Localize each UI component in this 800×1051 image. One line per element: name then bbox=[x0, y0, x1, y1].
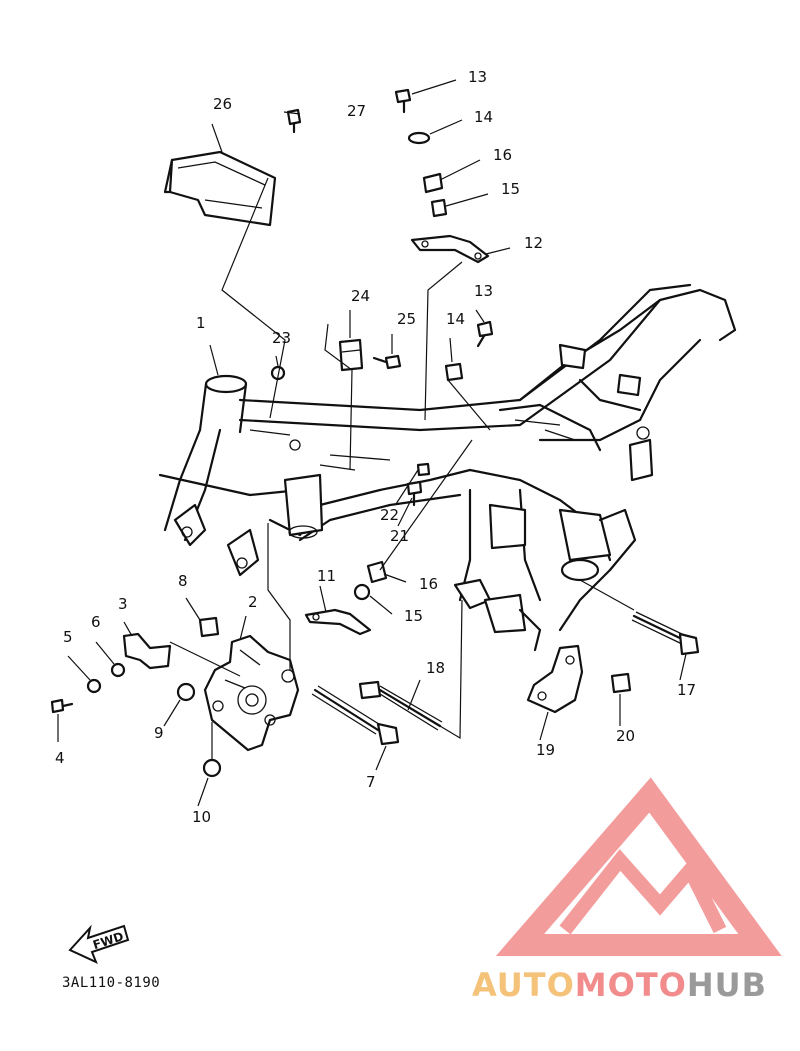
callout-26: 26 bbox=[213, 95, 232, 113]
part-16-damper bbox=[422, 172, 444, 194]
part-8-nut bbox=[198, 616, 220, 638]
callout-8: 8 bbox=[178, 572, 188, 590]
callout-7: 7 bbox=[366, 773, 376, 791]
part-15-collar-b bbox=[353, 583, 371, 601]
part-7-long-bolt bbox=[311, 685, 400, 746]
callout-23: 23 bbox=[272, 329, 291, 347]
part-10-nut bbox=[202, 758, 222, 778]
part-25-screw bbox=[372, 354, 402, 370]
part-15-collar bbox=[430, 198, 448, 218]
callout-25: 25 bbox=[397, 310, 416, 328]
part-14-washer bbox=[407, 131, 431, 145]
callout-19: 19 bbox=[536, 741, 555, 759]
part-2-engine-mount bbox=[203, 634, 300, 752]
part-22-nut bbox=[416, 462, 431, 477]
callout-10: 10 bbox=[192, 808, 211, 826]
watermark-part-hub: HUB bbox=[686, 966, 768, 1004]
part-21-bolt bbox=[406, 480, 423, 507]
part-11-bracket bbox=[304, 608, 372, 636]
watermark-part-moto: MOTO bbox=[574, 966, 687, 1004]
callout-9: 9 bbox=[154, 724, 164, 742]
leader-lines bbox=[57, 79, 687, 807]
callout-16: 16 bbox=[419, 575, 438, 593]
callout-11: 11 bbox=[317, 567, 336, 585]
callout-20: 20 bbox=[616, 727, 635, 745]
part-12-bracket bbox=[410, 234, 490, 264]
callout-14: 14 bbox=[474, 108, 493, 126]
callout-numbers: 1234567891011121313141415151616171819202… bbox=[55, 68, 696, 826]
part-19-bracket bbox=[526, 644, 584, 714]
callout-6: 6 bbox=[91, 613, 101, 631]
callout-12: 12 bbox=[524, 234, 543, 252]
part-6-washer bbox=[110, 662, 126, 678]
watermark-logo-mark bbox=[495, 777, 782, 956]
part-20-nut bbox=[610, 672, 632, 694]
part-3-bracket bbox=[122, 632, 172, 670]
fwd-arrow-icon: FWD bbox=[68, 924, 130, 964]
part-4-bolt bbox=[50, 698, 74, 714]
callout-15: 15 bbox=[404, 607, 423, 625]
callout-2: 2 bbox=[248, 593, 258, 611]
part-17-long-bolt bbox=[631, 611, 700, 656]
callout-17: 17 bbox=[677, 681, 696, 699]
callout-3: 3 bbox=[118, 595, 128, 613]
callout-15: 15 bbox=[501, 180, 520, 198]
part-14-nut-b bbox=[444, 362, 464, 382]
callout-14: 14 bbox=[446, 310, 465, 328]
part-5-nut bbox=[86, 678, 102, 694]
main-frame bbox=[158, 283, 737, 652]
callout-4: 4 bbox=[55, 749, 65, 767]
callout-1: 1 bbox=[196, 314, 206, 332]
callout-5: 5 bbox=[63, 628, 73, 646]
reference-code: 3AL110-8190 bbox=[62, 975, 161, 991]
callout-16: 16 bbox=[493, 146, 512, 164]
part-13-bolt-b bbox=[476, 320, 494, 348]
callout-13: 13 bbox=[474, 282, 493, 300]
part-18-long-bolt bbox=[358, 680, 443, 731]
callout-22: 22 bbox=[380, 506, 399, 524]
part-24-clip bbox=[338, 338, 364, 372]
part-13-bolt bbox=[394, 88, 412, 114]
fwd-label: FWD bbox=[91, 929, 125, 952]
callout-21: 21 bbox=[390, 527, 409, 545]
callout-24: 24 bbox=[351, 287, 370, 305]
part-9-nut bbox=[176, 682, 196, 702]
callout-13: 13 bbox=[468, 68, 487, 86]
watermark-part-auto: AUTO bbox=[472, 966, 575, 1004]
callout-27: 27 bbox=[347, 102, 366, 120]
callout-18: 18 bbox=[426, 659, 445, 677]
part-26-front-cover bbox=[163, 150, 277, 227]
watermark-wordmark: AUTOMOTOHUB bbox=[472, 966, 767, 1004]
